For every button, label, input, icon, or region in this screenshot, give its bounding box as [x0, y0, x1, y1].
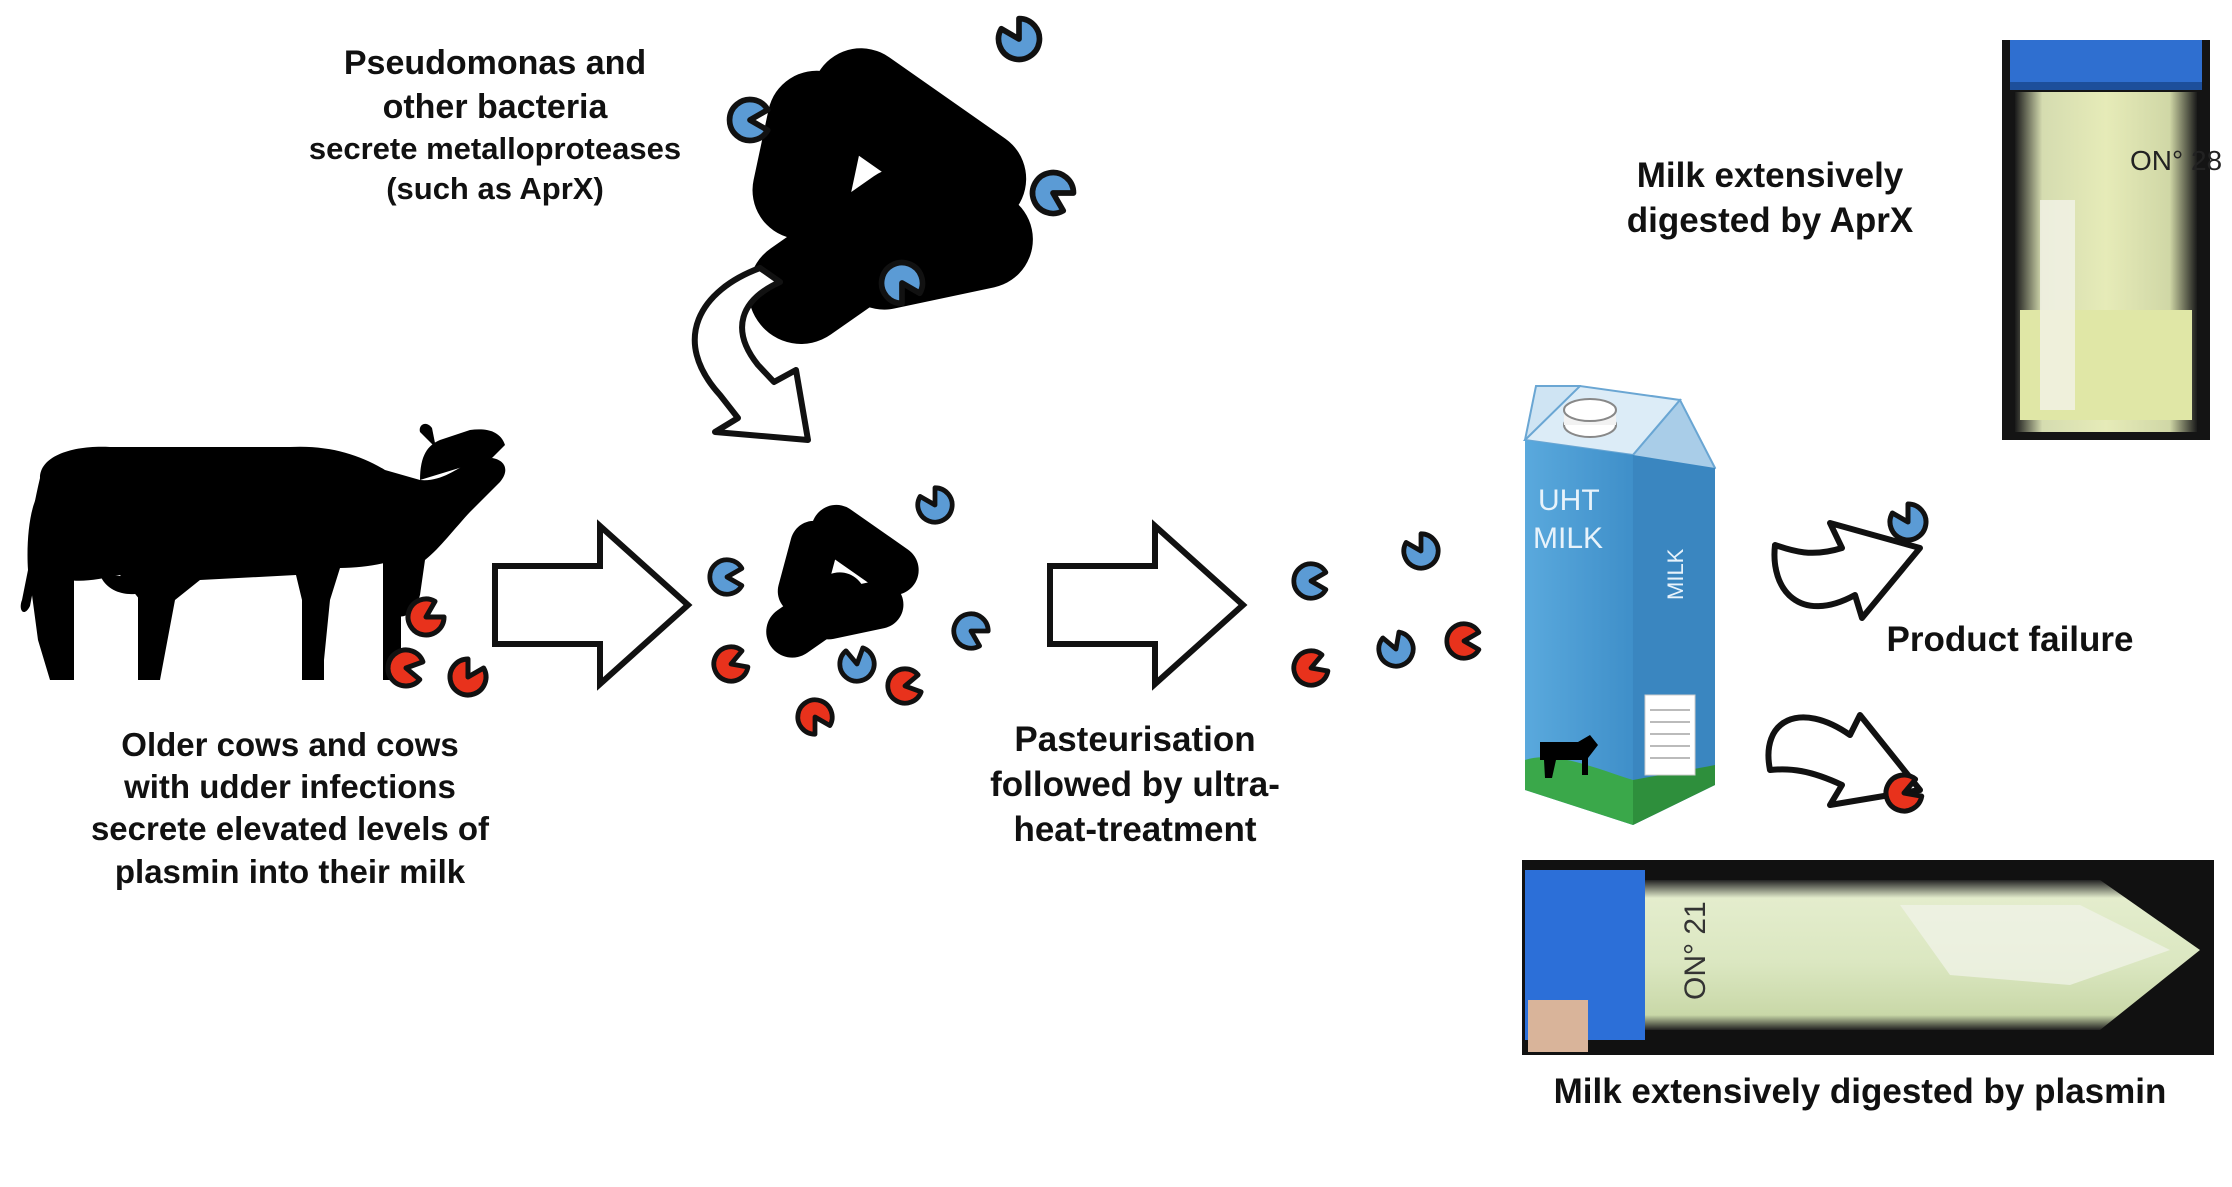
bacteria-label-line4: (such as AprX) — [386, 170, 604, 206]
product-failure-text: Product failure — [1886, 620, 2134, 659]
aprx-result-label: Milk extensively digested by AprX — [1560, 154, 1980, 244]
bottom-tube-label: ON° 21 — [1679, 901, 1712, 1000]
carton-milk-text: MILK — [1533, 522, 1603, 555]
cows-label-line4: plasmin into their milk — [114, 852, 466, 890]
bacteria-icon — [748, 48, 1033, 344]
curved-arrow-icon — [691, 265, 811, 443]
product-failure-label: Product failure — [1850, 618, 2170, 663]
process-arrow-icon — [492, 519, 693, 691]
sample-tube-photo — [2002, 40, 2210, 440]
bacteria-label-line3: secrete metalloproteases — [308, 131, 682, 167]
curved-arrow-icon — [1765, 712, 1923, 808]
bacteria-label-line2: other bacteria — [382, 87, 608, 126]
process-arrow-icon — [1047, 519, 1248, 691]
sample-tube-photo — [1522, 860, 2214, 1055]
cows-label-line1: Older cows and cows — [121, 726, 459, 763]
curved-arrow-icon — [1771, 520, 1923, 621]
top-tube-label: ON° 28 — [2130, 145, 2222, 176]
bacteria-icon — [766, 504, 919, 658]
aprx-result-line2: digested by AprX — [1626, 200, 1914, 240]
milk-carton-icon — [1522, 384, 1717, 825]
cows-label-line2: with udder infections — [124, 768, 456, 806]
cows-label: Older cows and cows with udder infection… — [30, 724, 550, 893]
carton-side-text: MILK — [1663, 548, 1688, 600]
plasmin-result-text: Milk extensively digested by plasmin — [1553, 1072, 2167, 1111]
cows-label-line3: secrete elevated levels of — [90, 810, 490, 848]
processing-label-line3: heat-treatment — [1013, 809, 1257, 849]
aprx-result-line1: Milk extensively — [1636, 156, 1904, 195]
plasmin-result-label: Milk extensively digested by plasmin — [1500, 1070, 2220, 1115]
processing-label: Pasteurisation followed by ultra- heat-t… — [905, 718, 1365, 852]
bacteria-label-line1: Pseudomonas and — [343, 44, 647, 82]
cow-icon — [20, 423, 506, 680]
enzyme-plasmin-icon — [709, 643, 923, 739]
processing-label-line1: Pasteurisation — [1014, 720, 1256, 759]
bacteria-label: Pseudomonas and other bacteria secrete m… — [245, 42, 745, 208]
carton-uht-text: UHT — [1538, 484, 1600, 517]
processing-label-line2: followed by ultra- — [990, 764, 1280, 804]
